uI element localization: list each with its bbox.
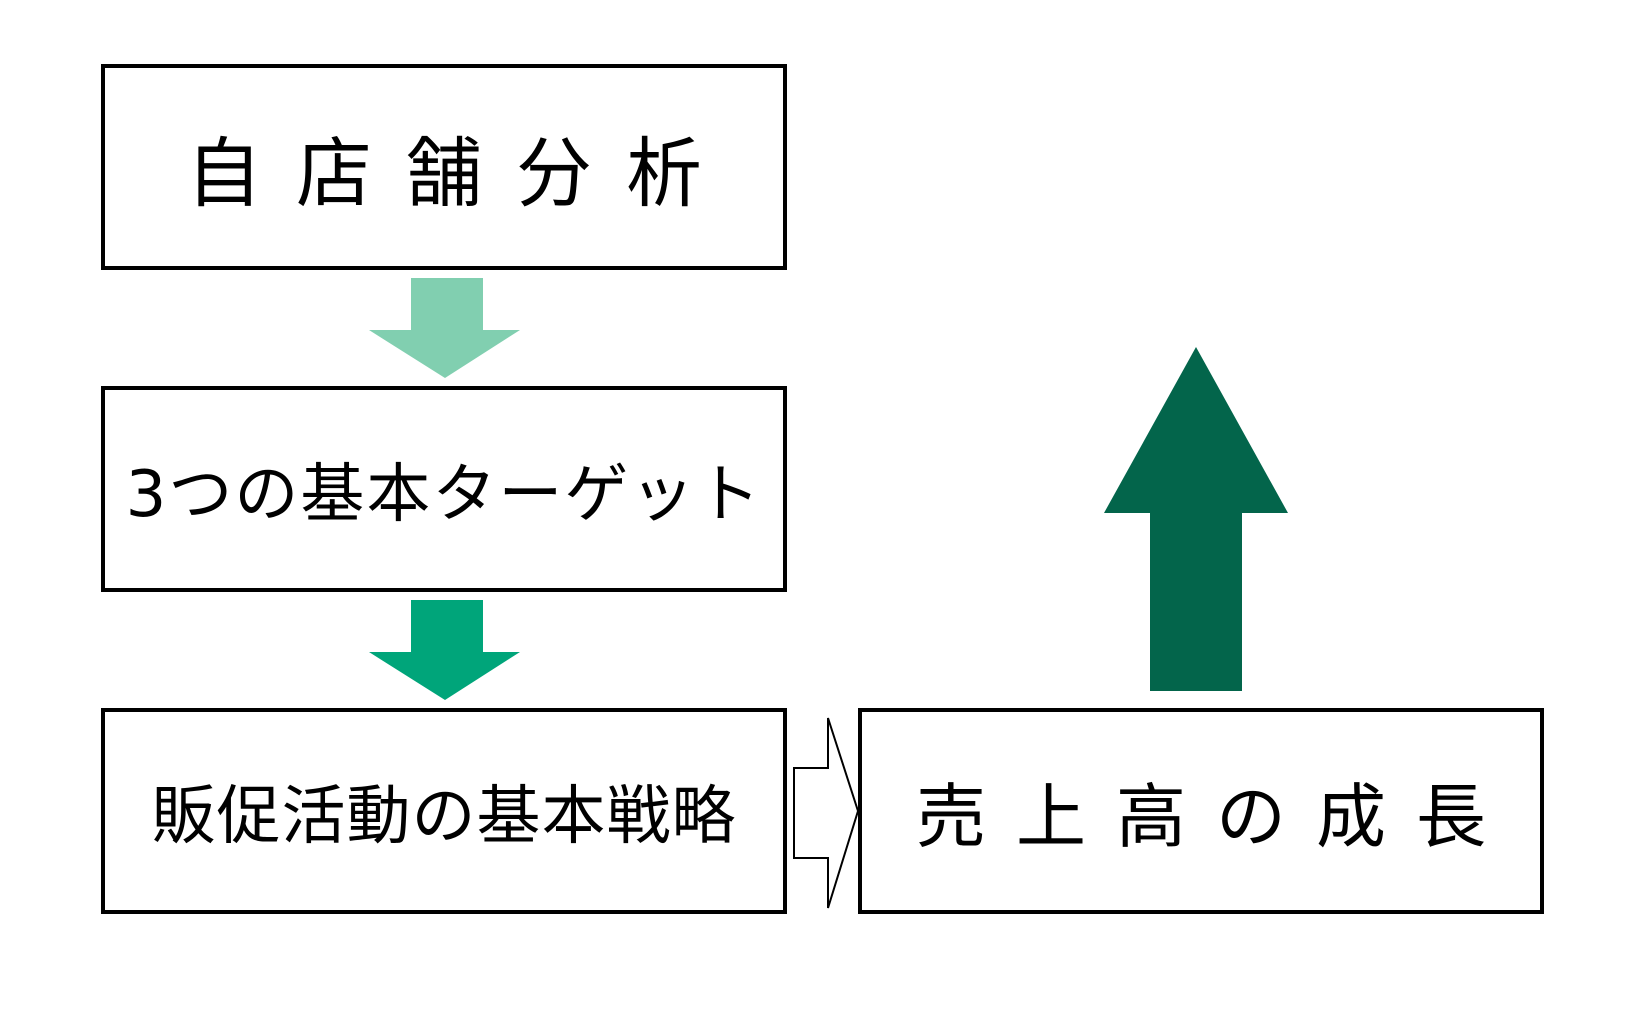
promotion-strategy-label: 販促活動の基本戦略 <box>151 780 737 854</box>
down-arrow-icon <box>369 278 520 378</box>
sales-growth-box: 売上高の成長 <box>858 708 1544 914</box>
right-outline-arrow-icon <box>793 717 860 909</box>
store-analysis-label: 自店舗分析 <box>186 129 736 218</box>
down-arrow-icon <box>369 600 520 700</box>
promotion-strategy-box: 販促活動の基本戦略 <box>101 708 787 914</box>
basic-targets-label: 3つの基本ターゲット <box>125 458 763 532</box>
up-arrow-icon <box>1104 347 1288 691</box>
store-analysis-box: 自店舗分析 <box>101 64 787 270</box>
basic-targets-box: 3つの基本ターゲット <box>101 386 787 592</box>
sales-growth-label: 売上高の成長 <box>916 775 1516 858</box>
